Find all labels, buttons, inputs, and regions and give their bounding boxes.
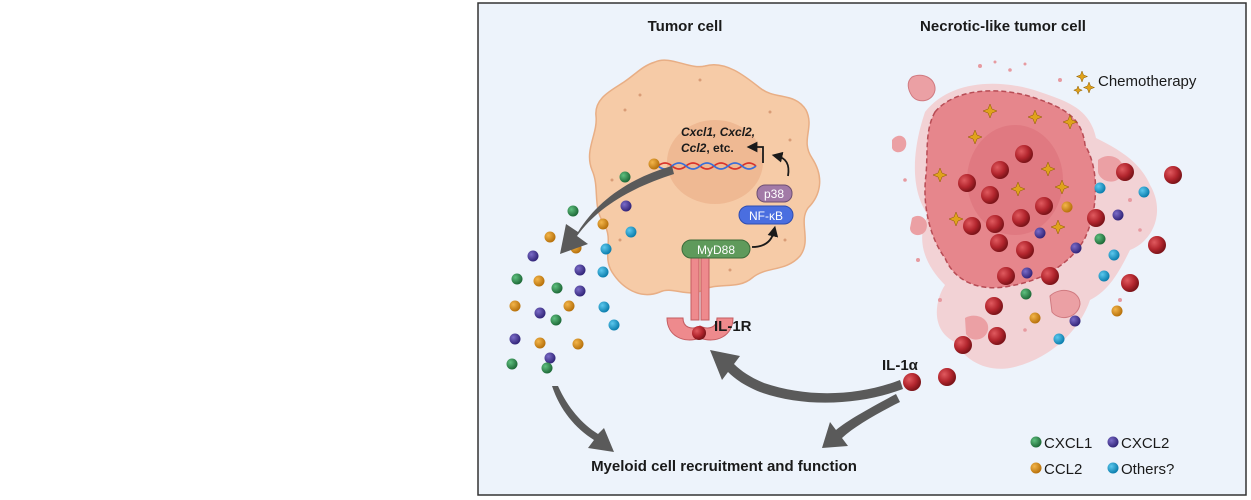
secretion-arrow <box>560 166 674 254</box>
necrotic-cell <box>892 60 1158 369</box>
receptor-label: IL-1R <box>714 318 752 335</box>
il1a-molecules <box>903 145 1182 391</box>
gene-names-line2: Ccl2, etc. <box>681 141 734 155</box>
nfkb-box <box>738 205 794 225</box>
title-tumor-cell: Tumor cell <box>648 18 723 35</box>
legend: CXCL1 CXCL2 CCL2 Others? <box>1030 435 1174 478</box>
chemotherapy-label: Chemotherapy <box>1098 73 1197 90</box>
legend-swatch-ccl2 <box>1030 462 1042 474</box>
title-necrotic-cell: Necrotic-like tumor cell <box>920 18 1086 35</box>
nfkb-label: NF-κB <box>749 209 783 223</box>
signal-arrow-lower <box>751 225 779 248</box>
legend-swatch-cxcl2 <box>1107 436 1119 448</box>
legend-label-cxcl2: CXCL2 <box>1121 435 1169 452</box>
chemotherapy-sparkles <box>932 103 1078 235</box>
p38-label: p38 <box>764 187 784 201</box>
legend-swatch-others <box>1107 462 1119 474</box>
myd88-box <box>681 239 751 259</box>
myd88-label: MyD88 <box>697 243 735 257</box>
bound-il1a <box>692 326 706 340</box>
gene-names-line1: Cxcl1, Cxcl2, <box>681 125 755 139</box>
chemotherapy-icon <box>1073 70 1096 96</box>
recruitment-arrow-left <box>552 386 614 452</box>
secreted-chemokines <box>506 158 660 374</box>
ligand-label: IL-1α <box>882 357 919 374</box>
nucleus <box>667 120 763 204</box>
dna-helix <box>657 162 757 170</box>
transcription-arrow <box>746 141 764 163</box>
flow-arrows <box>552 166 903 452</box>
legend-swatch-cxcl1 <box>1030 436 1042 448</box>
signal-arrow-upper <box>771 151 790 177</box>
legend-label-cxcl1: CXCL1 <box>1044 435 1092 452</box>
recruitment-arrow-right <box>822 394 900 448</box>
legend-label-ccl2: CCL2 <box>1044 461 1082 478</box>
legend-label-others: Others? <box>1121 461 1174 478</box>
il1a-to-receptor-arrow <box>710 350 903 403</box>
p38-box <box>756 184 793 203</box>
cell-granules <box>610 78 792 272</box>
chemokines-necrotic <box>1020 182 1150 345</box>
outcome-label: Myeloid cell recruitment and function <box>591 458 857 475</box>
